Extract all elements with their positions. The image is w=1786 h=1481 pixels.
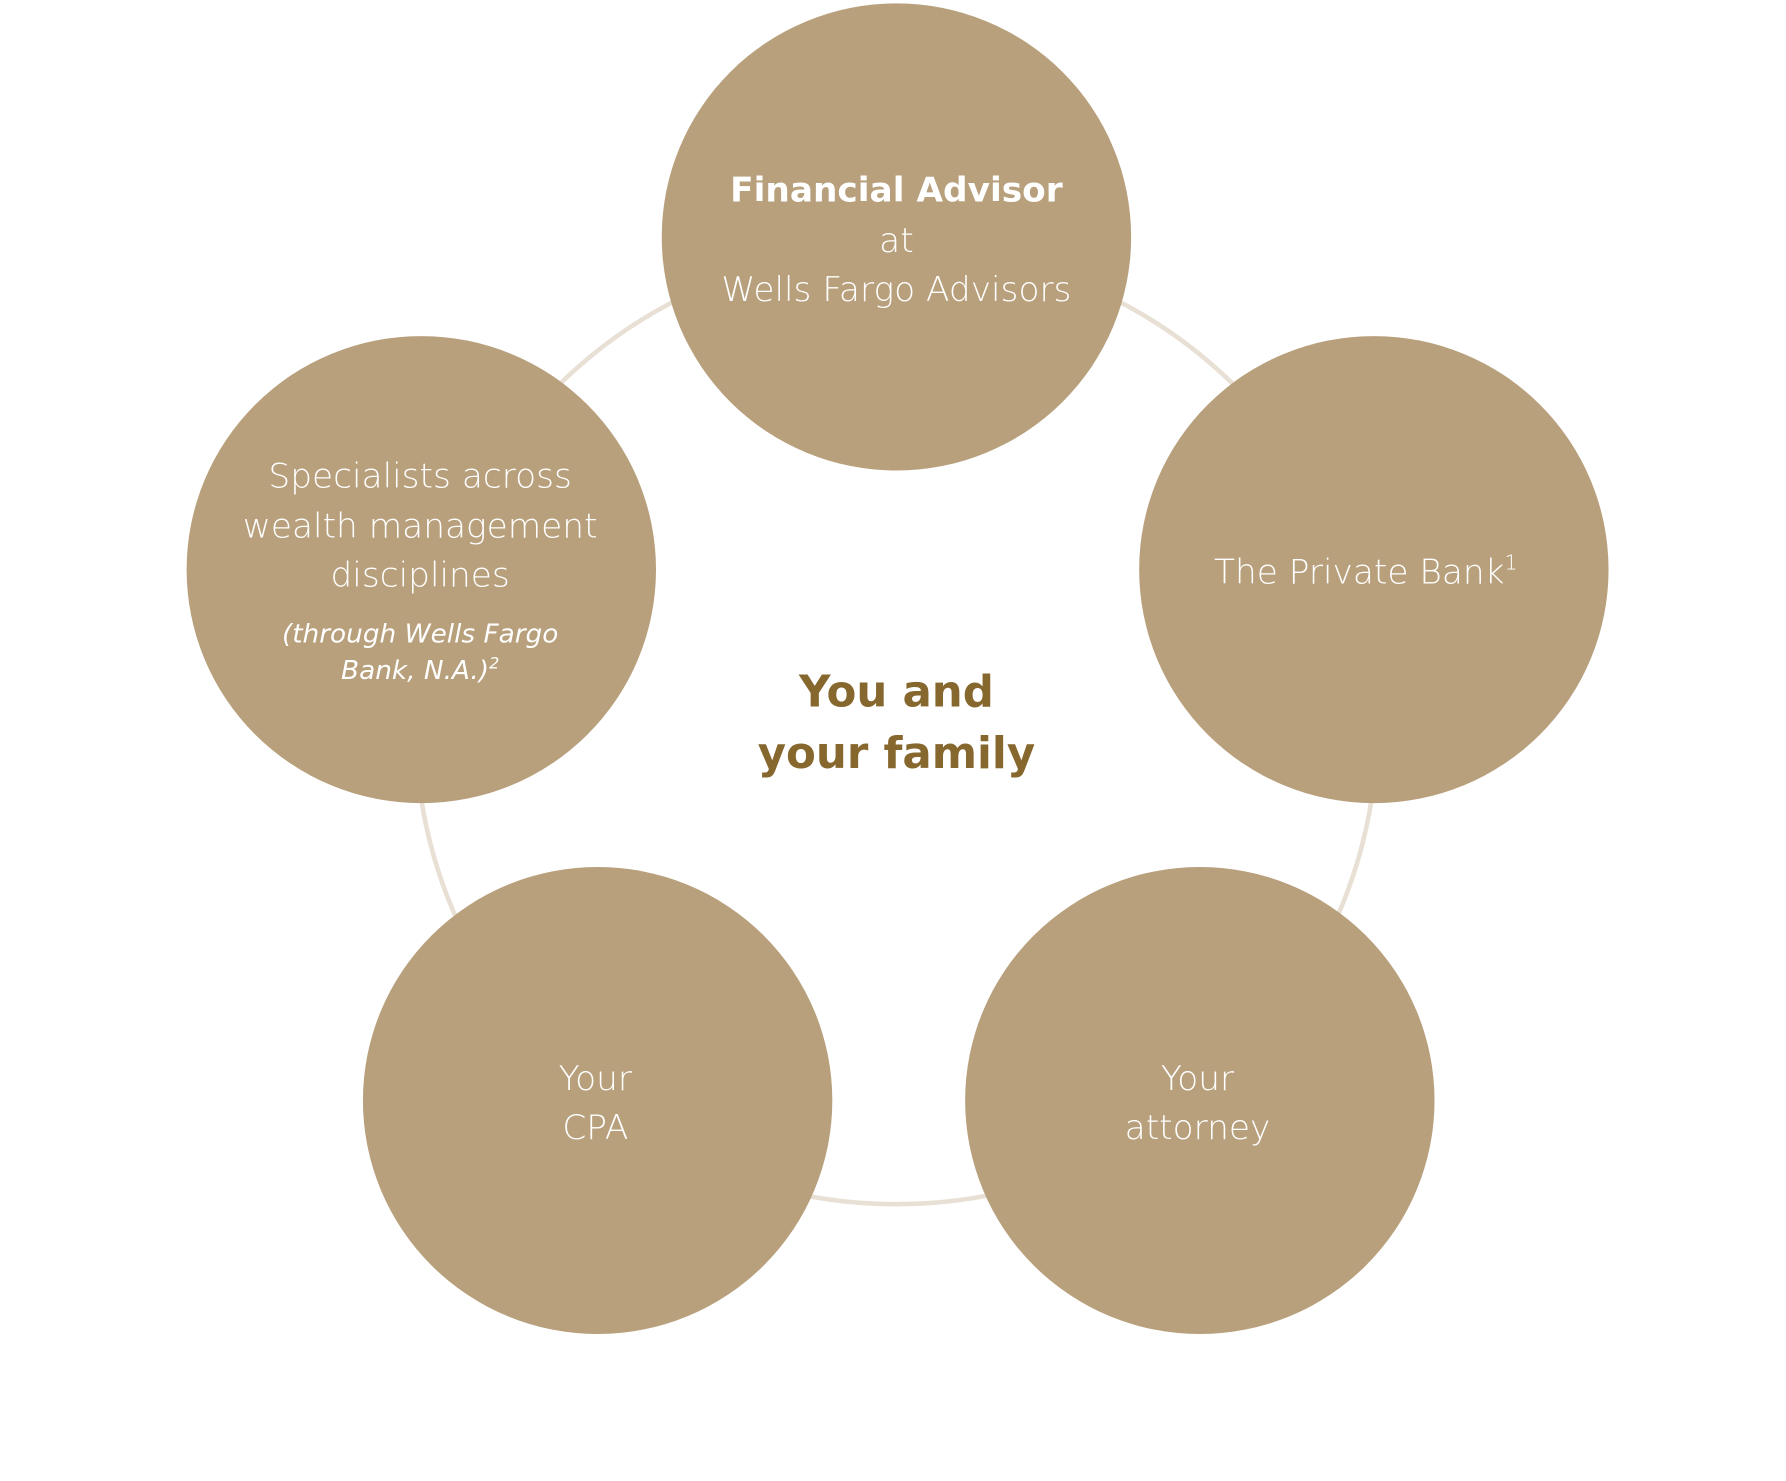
attorney-line1: Your <box>1161 1059 1235 1099</box>
footnote-1: 1 <box>1505 551 1518 575</box>
specialists-line1: Specialists across <box>268 457 571 497</box>
node-specialists <box>186 336 657 804</box>
node-financial-advisor <box>661 3 1132 471</box>
node-attorney <box>965 866 1435 1335</box>
specialists-note-line2: Bank, N.A.) <box>341 656 489 686</box>
financial-advisor-firm: Wells Fargo Advisors <box>721 270 1071 310</box>
private-bank-text: The Private Bank <box>1214 552 1505 592</box>
node-private-bank <box>1139 336 1609 804</box>
financial-advisor-at: at <box>879 221 914 261</box>
specialists-note-line1: (through Wells Fargo <box>282 620 558 650</box>
private-bank-label: The Private Bank1 <box>1214 551 1518 593</box>
specialists-line2: wealth management <box>243 507 598 547</box>
cpa-line1: Your <box>559 1059 633 1099</box>
center-title-line2: your family <box>758 729 1035 779</box>
specialists-note-line2-wrap: Bank, N.A.)2 <box>341 654 499 686</box>
footnote-2: 2 <box>489 654 499 673</box>
node-cpa <box>362 866 833 1335</box>
attorney-line2: attorney <box>1125 1108 1271 1148</box>
financial-advisor-title: Financial Advisor <box>730 171 1063 211</box>
center-title-line1: You and <box>798 667 994 717</box>
specialists-line3: disciplines <box>331 556 510 596</box>
cpa-line2: CPA <box>562 1108 628 1148</box>
